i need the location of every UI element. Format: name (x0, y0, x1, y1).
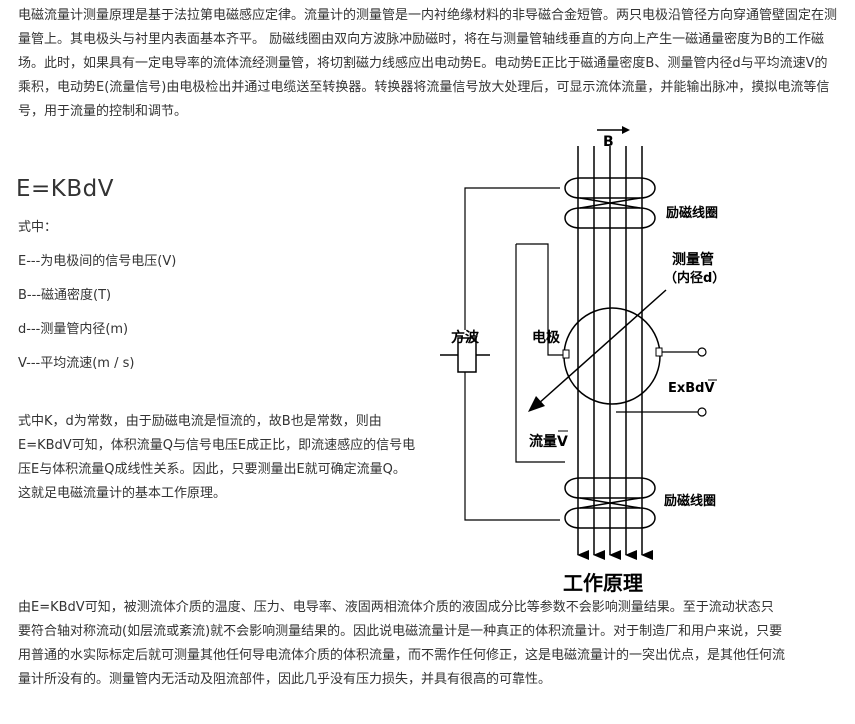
diagram-caption: 工作原理 (563, 571, 643, 595)
coil-bottom-label: 励磁线圈 (664, 493, 716, 509)
square-wave-icon (440, 337, 490, 373)
tube-sub-label: （内径d） (664, 270, 725, 286)
coil-top-label: 励磁线圈 (666, 205, 718, 221)
electrode-left (562, 349, 570, 359)
emf-label: ExBdV (668, 381, 715, 396)
flow-label: 流量V (529, 433, 568, 450)
def-b: B---磁通密度(T) (18, 288, 112, 303)
square-wave-label: 方波 (451, 329, 480, 346)
notes-paragraph: 式中K，d为常数，由于励磁电流是恒流的，故B也是常数，则由E=KBdV可知，体积… (18, 414, 416, 501)
closing-paragraph: 由E=KBdV可知，被测流体介质的温度、压力、电导率、液固两相流体介质的液固成分… (18, 600, 786, 687)
working-principle-diagram: B 励磁线圈 励磁线圈 方波 电极 (440, 126, 725, 595)
diameter-arrow (528, 289, 667, 412)
coil-top-icon (564, 177, 656, 229)
terminal-top (697, 347, 707, 357)
flow-lines (577, 146, 653, 560)
field-label: B (603, 134, 614, 150)
tube-label: 测量管 (672, 251, 714, 268)
electrode-label: 电极 (532, 329, 561, 346)
electrode-right (655, 347, 663, 357)
def-d: d---测量管内径(m) (18, 322, 129, 337)
field-arrow (597, 126, 630, 134)
def-v: V---平均流速(m / s) (18, 356, 135, 371)
terminal-bottom (697, 407, 707, 417)
intro-paragraph: 电磁流量计测量原理是基于法拉第电磁感应定律。流量计的测量管是一内衬绝缘材料的非导… (18, 8, 838, 119)
formula-heading: E=KBdV (16, 176, 114, 202)
where-label: 式中： (18, 220, 58, 235)
def-e: E---为电极间的信号电压(V) (18, 254, 177, 269)
coil-bottom-icon (564, 477, 656, 529)
wiring (464, 187, 698, 521)
